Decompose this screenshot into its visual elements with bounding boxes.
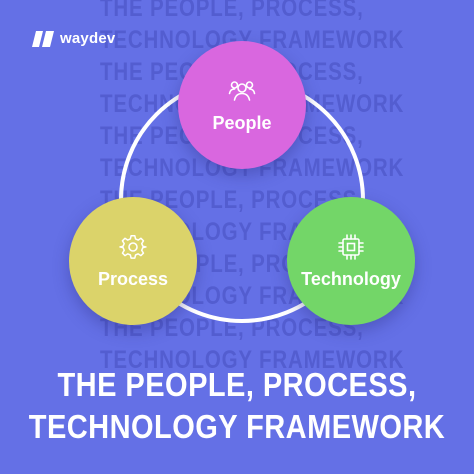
node-technology-label: Technology bbox=[301, 268, 401, 289]
page-title: THE PEOPLE, PROCESS, TECHNOLOGY FRAMEWOR… bbox=[0, 364, 474, 448]
brand-name: waydev bbox=[60, 30, 116, 47]
node-technology: Technology bbox=[287, 197, 415, 325]
people-group-icon bbox=[228, 80, 256, 101]
waydev-logo-icon bbox=[32, 30, 54, 47]
node-process: Process bbox=[69, 197, 197, 325]
node-process-label: Process bbox=[97, 268, 169, 289]
brand-logo[interactable]: waydev bbox=[32, 30, 115, 47]
title-line-1: THE PEOPLE, PROCESS, bbox=[57, 366, 417, 403]
node-people-label: People bbox=[212, 112, 272, 133]
node-people: People bbox=[178, 41, 306, 169]
title-line-2: TECHNOLOGY FRAMEWORK bbox=[28, 408, 446, 445]
cpu-chip-icon bbox=[338, 233, 364, 260]
gear-icon bbox=[119, 234, 147, 259]
